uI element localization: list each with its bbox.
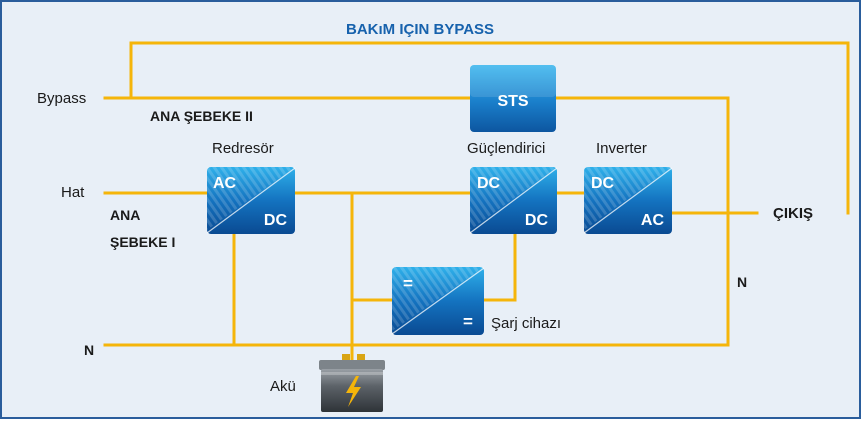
inverter-ac-label: AC: [641, 212, 665, 229]
booster-caption: Güçlendirici: [467, 140, 546, 157]
inverter-dc-label: DC: [591, 175, 615, 192]
hat-input-label: Hat: [61, 184, 85, 201]
inverter-caption: Inverter: [596, 140, 647, 157]
charger-top-label: =: [403, 274, 413, 293]
maintenance-bypass-wire: [129, 41, 850, 215]
rectifier-ac-label: AC: [213, 175, 237, 192]
output-label: ÇIKIŞ: [773, 205, 814, 222]
sts-block: STS: [470, 65, 556, 132]
booster-block: DC DC: [469, 167, 558, 234]
mains-1-label-line2: ŞEBEKE I: [110, 234, 176, 250]
bypass-input-label: Bypass: [37, 90, 87, 107]
mains-1-label-line1: ANA: [110, 207, 141, 223]
battery-label: Akü: [270, 378, 296, 395]
booster-to-charger-wire: [482, 230, 517, 302]
charger-caption: Şarj cihazı: [491, 315, 562, 332]
rectifier-block: AC DC: [206, 167, 296, 234]
mains-2-label: ANA ŞEBEKE II: [150, 108, 253, 124]
rectifier-dc-label: DC: [264, 212, 288, 229]
inverter-block: DC AC: [583, 167, 673, 234]
rectifier-caption: Redresör: [212, 140, 274, 157]
wiring: [103, 41, 850, 362]
booster-dc-out-label: DC: [525, 212, 549, 229]
neutral-left-label: N: [84, 342, 95, 358]
sts-label: STS: [497, 93, 528, 110]
diagram-title: BAKıM IÇIN BYPASS: [346, 21, 495, 38]
charger-block: = =: [391, 267, 485, 335]
charger-bottom-label: =: [463, 312, 473, 331]
lightning-icon: [346, 376, 361, 407]
neutral-right-label: N: [737, 274, 748, 290]
battery-icon: [319, 354, 385, 412]
booster-dc-in-label: DC: [477, 175, 501, 192]
